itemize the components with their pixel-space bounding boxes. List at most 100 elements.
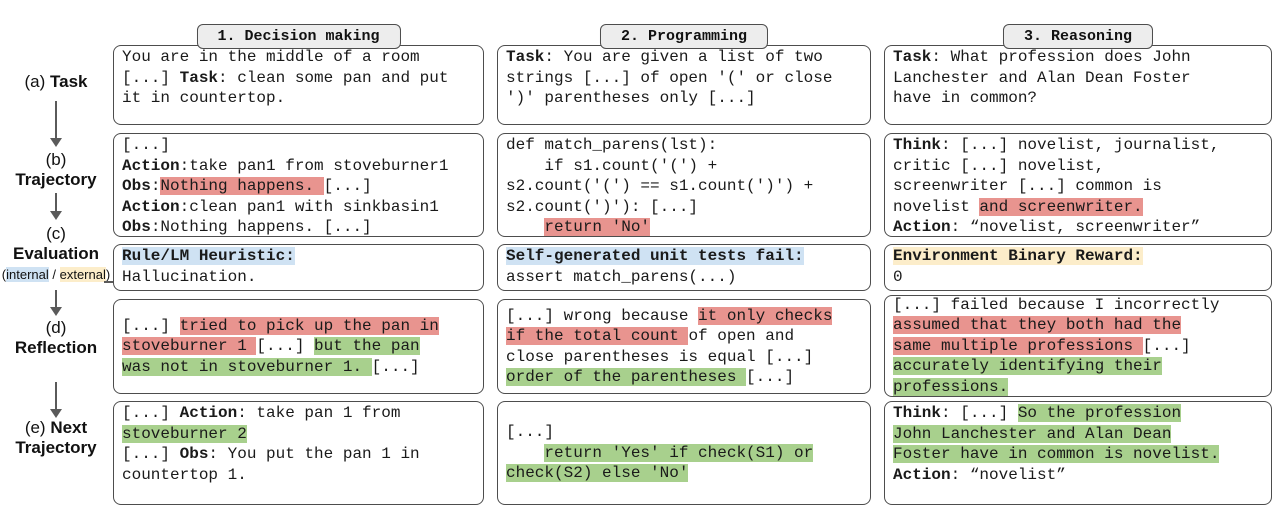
text-segment: Think bbox=[893, 404, 942, 422]
text-segment: 0 bbox=[893, 267, 903, 286]
evaluation-box: Environment Binary Reward:0 bbox=[884, 244, 1272, 291]
text-line: ')' parentheses only [...] bbox=[506, 88, 862, 109]
arrow-shaft bbox=[54, 382, 58, 409]
text-line: (d) bbox=[0, 318, 112, 338]
text-segment: Trajectory bbox=[15, 170, 97, 189]
text-segment bbox=[506, 218, 544, 236]
text-line: critic [...] novelist, bbox=[893, 156, 1263, 177]
highlighted-text: order of the parentheses bbox=[506, 368, 747, 386]
text-line: if s1.count('(') + bbox=[506, 156, 862, 177]
text-segment: [...] wrong because bbox=[506, 306, 699, 325]
text-segment: Obs bbox=[179, 445, 209, 463]
text-segment: Action bbox=[893, 218, 951, 236]
text-line: [...] tried to pick up the pan in bbox=[122, 316, 475, 337]
column-programming: 2. Programming Task: You are given a lis… bbox=[497, 0, 871, 514]
text-line: [...] wrong because it only checks bbox=[506, 306, 862, 327]
text-segment: (d) bbox=[45, 318, 67, 337]
column-header-tab: 2. Programming bbox=[599, 24, 769, 49]
text-segment: : What profession does John bbox=[931, 48, 1191, 66]
highlighted-text: same multiple professions bbox=[893, 336, 1143, 355]
label-trajectory: (b)Trajectory bbox=[0, 150, 112, 190]
text-segment: : bbox=[150, 177, 161, 195]
text-segment: : “novelist” bbox=[950, 465, 1066, 484]
text-line: [...] Obs: You put the pan 1 in bbox=[122, 444, 475, 465]
arrow-down-icon bbox=[0, 193, 112, 220]
text-line: def match_parens(lst): bbox=[506, 135, 862, 156]
text-line: Rule/LM Heuristic: bbox=[122, 246, 475, 267]
highlighted-text: and screenwriter. bbox=[979, 197, 1143, 216]
text-line: screenwriter [...] common is bbox=[893, 176, 1263, 197]
text-segment: Evaluation bbox=[13, 244, 99, 263]
text-segment: Lanchester and Alan Dean Foster bbox=[893, 68, 1191, 87]
text-segment: countertop 1. bbox=[122, 465, 247, 484]
arrow-head bbox=[50, 307, 62, 316]
text-line: countertop 1. bbox=[122, 465, 475, 486]
text-line: (a) Task bbox=[0, 72, 112, 92]
text-line: accurately identifying their bbox=[893, 356, 1263, 377]
text-segment: [...] failed because I incorrectly bbox=[893, 295, 1220, 314]
text-line: novelist and screenwriter. bbox=[893, 197, 1263, 218]
text-segment: [...] bbox=[371, 357, 420, 376]
arrow-down-icon bbox=[0, 101, 112, 147]
text-line: [...] Action: take pan 1 from bbox=[122, 403, 475, 424]
text-segment: :take pan1 from stoveburner1 bbox=[179, 156, 449, 175]
text-line: Foster have in common is novelist. bbox=[893, 444, 1263, 465]
text-segment: (c) bbox=[46, 224, 66, 243]
text-line: return 'No' bbox=[506, 217, 862, 236]
trajectory-box: def match_parens(lst): if s1.count('(') … bbox=[497, 133, 871, 237]
highlighted-text: Rule/LM Heuristic: bbox=[122, 247, 295, 265]
text-line: have in common? bbox=[893, 88, 1263, 109]
arrow-down-icon bbox=[0, 290, 112, 316]
highlighted-text: return 'No' bbox=[544, 218, 651, 236]
text-segment: ( bbox=[1, 267, 7, 282]
text-segment: (e) bbox=[24, 418, 51, 437]
highlighted-text: check(S2) else 'No' bbox=[506, 464, 689, 483]
highlighted-text: Nothing happens. bbox=[160, 177, 324, 195]
text-line: Think: [...] novelist, journalist, bbox=[893, 135, 1263, 156]
label-reflection: (d)Reflection bbox=[0, 318, 112, 358]
text-line: Action:clean pan1 with sinkbasin1 bbox=[122, 197, 475, 218]
text-line: Trajectory bbox=[0, 438, 112, 458]
text-segment: s2.count(')'): [...] bbox=[506, 197, 699, 216]
text-line: John Lanchester and Alan Dean bbox=[893, 424, 1263, 445]
text-segment: :Nothing happens. [...] bbox=[150, 218, 372, 236]
highlighted-text: So the profession bbox=[1017, 404, 1182, 422]
text-segment: [...] bbox=[323, 177, 372, 195]
column-header-tab: 1. Decision making bbox=[196, 24, 401, 49]
label-task: (a) Task bbox=[0, 72, 112, 92]
text-segment: Next bbox=[50, 418, 88, 437]
text-segment: if s1.count('(') + bbox=[506, 156, 718, 175]
text-line: Action:take pan1 from stoveburner1 bbox=[122, 156, 475, 177]
text-segment: : clean some pan and put bbox=[218, 68, 449, 87]
text-segment: ')' parentheses only [...] bbox=[506, 89, 756, 107]
text-segment: assert match_parens(...) bbox=[506, 267, 737, 286]
text-segment: Task bbox=[506, 48, 545, 66]
text-segment: Action bbox=[179, 404, 238, 422]
text-segment: it in countertop. bbox=[122, 89, 286, 107]
text-segment: : [...] novelist, journalist, bbox=[941, 136, 1220, 154]
text-segment bbox=[506, 444, 544, 462]
text-line: Think: [...] So the profession bbox=[893, 403, 1263, 424]
text-segment: s2.count('(') == s1.count(')') + bbox=[506, 177, 814, 195]
text-segment: Reflection bbox=[14, 338, 98, 357]
text-segment: : [...] bbox=[941, 404, 1018, 422]
text-segment: [...] bbox=[122, 68, 180, 87]
text-line: if the total count of open and bbox=[506, 326, 862, 347]
evaluation-box: Rule/LM Heuristic:Hallucination. bbox=[113, 244, 484, 291]
connector-line bbox=[104, 281, 113, 283]
text-segment: Action bbox=[122, 197, 180, 216]
column-header-tab: 3. Reasoning bbox=[1002, 24, 1154, 49]
arrow-shaft bbox=[54, 101, 58, 138]
text-segment: Think bbox=[893, 136, 942, 154]
text-line: You are in the middle of a room bbox=[122, 47, 475, 68]
evaluation-box: Self-generated unit tests fail:assert ma… bbox=[497, 244, 871, 291]
text-line: [...] bbox=[122, 135, 475, 156]
